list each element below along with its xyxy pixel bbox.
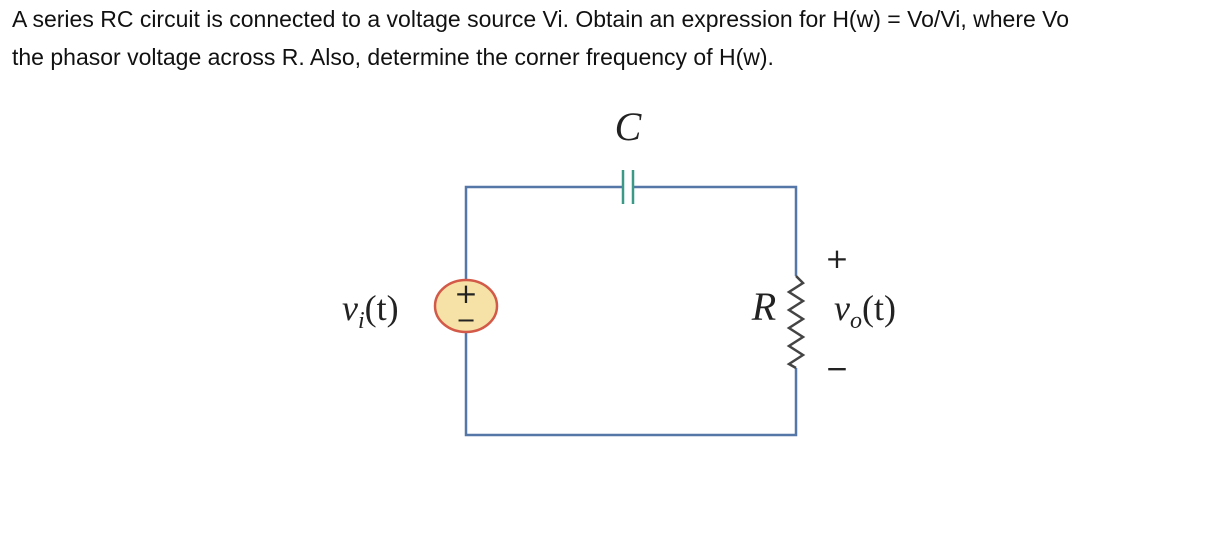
source-plus-sign: + — [454, 277, 477, 310]
source-minus-sign: − — [456, 306, 476, 334]
output-voltage-label: vo(t) — [834, 288, 896, 334]
problem-line-1: A series RC circuit is connected to a vo… — [12, 6, 1070, 32]
output-minus-sign: − — [825, 352, 848, 385]
problem-line-2: the phasor voltage across R. Also, deter… — [12, 44, 774, 70]
output-plus-sign: + — [825, 242, 848, 275]
problem-statement: A series RC circuit is connected to a vo… — [12, 0, 1222, 76]
voltage-source: + − — [433, 277, 499, 334]
resistor — [786, 275, 806, 370]
output-label-v: v — [834, 288, 850, 328]
capacitor — [621, 170, 635, 204]
wire-top-left — [464, 185, 623, 280]
wire-bottom-left — [464, 330, 798, 437]
source-label-subscript: i — [358, 308, 365, 334]
capacitor-label: C — [615, 104, 643, 149]
output-label-subscript: o — [850, 308, 862, 334]
circuit-wires — [464, 185, 798, 437]
wire-top-right — [633, 185, 798, 276]
resistor-label: R — [751, 284, 776, 329]
source-label-argument: (t) — [365, 288, 399, 328]
source-voltage-label: vi(t) — [342, 288, 399, 334]
output-label-argument: (t) — [862, 288, 896, 328]
voltage-source-circle — [433, 278, 499, 334]
source-label-v: v — [342, 288, 358, 328]
